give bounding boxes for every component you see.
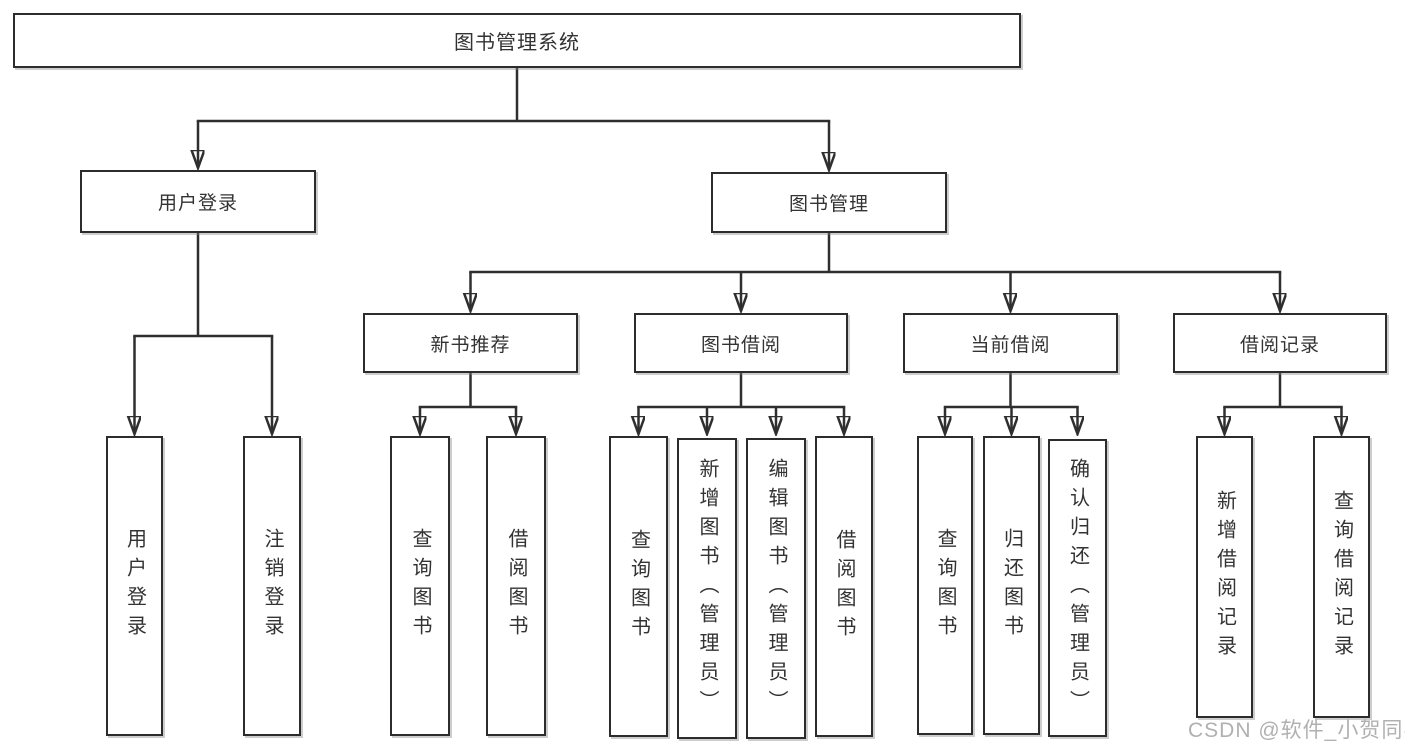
leaf-add-book-admin: 新增图书（管理员） bbox=[677, 438, 737, 739]
leaf-query-books-borrow: 查询图书 bbox=[609, 436, 668, 737]
leaf-borrow-books-recommend: 借阅图书 bbox=[486, 436, 546, 736]
node-book-management: 图书管理 bbox=[711, 172, 947, 233]
leaf-add-borrow-record: 新增借阅记录 bbox=[1196, 436, 1253, 718]
leaf-query-books-recommend: 查询图书 bbox=[390, 436, 450, 736]
node-root: 图书管理系统 bbox=[13, 13, 1021, 68]
leaf-borrow-books-label: 借阅图书 bbox=[833, 528, 855, 645]
node-user-login: 用户登录 bbox=[80, 170, 316, 233]
leaf-borrow-books: 借阅图书 bbox=[815, 436, 873, 737]
leaf-user-login-label: 用户登录 bbox=[123, 528, 146, 644]
leaf-edit-book-admin-label: 编辑图书（管理员） bbox=[765, 458, 787, 719]
leaf-query-books-current: 查询图书 bbox=[917, 436, 973, 735]
leaf-query-books-borrow-label: 查询图书 bbox=[627, 528, 650, 645]
node-borrow-records: 借阅记录 bbox=[1173, 313, 1387, 373]
leaf-edit-book-admin: 编辑图书（管理员） bbox=[746, 438, 806, 739]
node-book-borrow: 图书借阅 bbox=[634, 313, 848, 373]
leaf-query-borrow-record: 查询借阅记录 bbox=[1313, 436, 1370, 718]
leaf-confirm-return-admin: 确认归还（管理员） bbox=[1048, 439, 1107, 737]
node-user-login-label: 用户登录 bbox=[157, 193, 238, 214]
leaf-confirm-return-admin-label: 确认归还（管理员） bbox=[1066, 457, 1089, 719]
leaf-query-books-recommend-label: 查询图书 bbox=[409, 528, 431, 644]
leaf-add-book-admin-label: 新增图书（管理员） bbox=[696, 458, 718, 719]
leaf-query-borrow-record-label: 查询借阅记录 bbox=[1330, 490, 1353, 664]
node-current-borrow: 当前借阅 bbox=[903, 313, 1118, 373]
node-book-borrow-label: 图书借阅 bbox=[700, 334, 781, 356]
node-book-management-label: 图书管理 bbox=[788, 194, 869, 215]
leaf-return-book-label: 归还图书 bbox=[1000, 527, 1023, 644]
leaf-logout: 注销登录 bbox=[243, 436, 301, 736]
node-root-label: 图书管理系统 bbox=[454, 32, 580, 54]
leaf-borrow-books-recommend-label: 借阅图书 bbox=[505, 528, 527, 644]
leaf-query-books-current-label: 查询图书 bbox=[934, 527, 956, 644]
leaf-return-book: 归还图书 bbox=[983, 436, 1040, 735]
node-current-borrow-label: 当前借阅 bbox=[970, 334, 1051, 356]
leaf-add-borrow-record-label: 新增借阅记录 bbox=[1213, 490, 1236, 664]
node-new-book-recommend-label: 新书推荐 bbox=[430, 334, 511, 356]
csdn-watermark: CSDN @软件_小贺同学 bbox=[1188, 719, 1405, 742]
node-new-book-recommend: 新书推荐 bbox=[363, 313, 578, 373]
leaf-user-login: 用户登录 bbox=[106, 436, 163, 736]
node-borrow-records-label: 借阅记录 bbox=[1239, 334, 1320, 356]
leaf-logout-label: 注销登录 bbox=[261, 528, 283, 644]
